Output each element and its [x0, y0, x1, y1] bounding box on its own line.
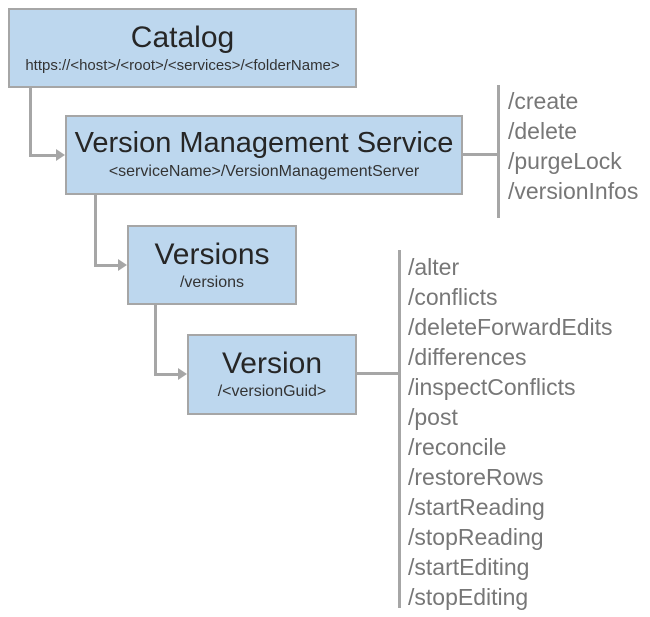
connector-service-to-operations	[463, 153, 497, 156]
node-catalog: Catalog https://<host>/<root>/<services>…	[8, 8, 357, 88]
node-version: Version /<versionGuid>	[187, 334, 357, 415]
operation-item: /startReading	[408, 494, 545, 520]
connector-catalog-to-service-horizontal	[29, 154, 57, 157]
node-catalog-url-template: https://<host>/<root>/<services>/<folder…	[25, 57, 340, 75]
node-versions: Versions /versions	[127, 225, 297, 305]
node-versions-title: Versions	[154, 237, 270, 271]
service-operations-list: /create /delete /purgeLock /versionInfos	[508, 86, 638, 206]
connector-catalog-to-service-vertical	[29, 88, 32, 157]
operation-item: /create	[508, 88, 579, 114]
node-catalog-title: Catalog	[130, 21, 235, 55]
operation-item: /delete	[508, 118, 578, 144]
node-service-title: Version Management Service	[74, 127, 454, 160]
node-versions-url-template: /versions	[179, 273, 245, 291]
connector-versions-to-version-horizontal	[154, 373, 179, 376]
version-operations-list: /alter /conflicts /deleteForwardEdits /d…	[408, 252, 613, 612]
operation-item: /startEditing	[408, 554, 530, 580]
operation-item: /stopReading	[408, 524, 544, 550]
service-operations-bracket	[497, 85, 500, 218]
operation-item: /post	[408, 404, 458, 430]
operation-item: /conflicts	[408, 284, 498, 310]
arrowhead-icon	[118, 259, 127, 271]
node-service-url-template: <serviceName>/VersionManagementServer	[108, 163, 420, 181]
version-operations-bracket	[398, 250, 401, 608]
arrowhead-icon	[178, 368, 187, 380]
node-version-url-template: /<versionGuid>	[217, 383, 327, 401]
connector-service-to-versions-horizontal	[94, 264, 119, 267]
operation-item: /inspectConflicts	[408, 374, 576, 400]
operation-item: /purgeLock	[508, 148, 622, 174]
connector-versions-to-version-vertical	[154, 305, 157, 376]
arrowhead-icon	[56, 149, 65, 161]
node-version-management-service: Version Management Service <serviceName>…	[65, 115, 463, 195]
connector-version-to-operations	[357, 372, 398, 375]
node-version-title: Version	[221, 347, 323, 381]
operation-item: /reconcile	[408, 434, 507, 460]
operation-item: /restoreRows	[408, 464, 544, 490]
connector-service-to-versions-vertical	[94, 195, 97, 267]
operation-item: /deleteForwardEdits	[408, 314, 613, 340]
operation-item: /alter	[408, 254, 460, 280]
operation-item: /versionInfos	[508, 178, 639, 204]
operation-item: /differences	[408, 344, 527, 370]
operation-item: /stopEditing	[408, 584, 529, 610]
